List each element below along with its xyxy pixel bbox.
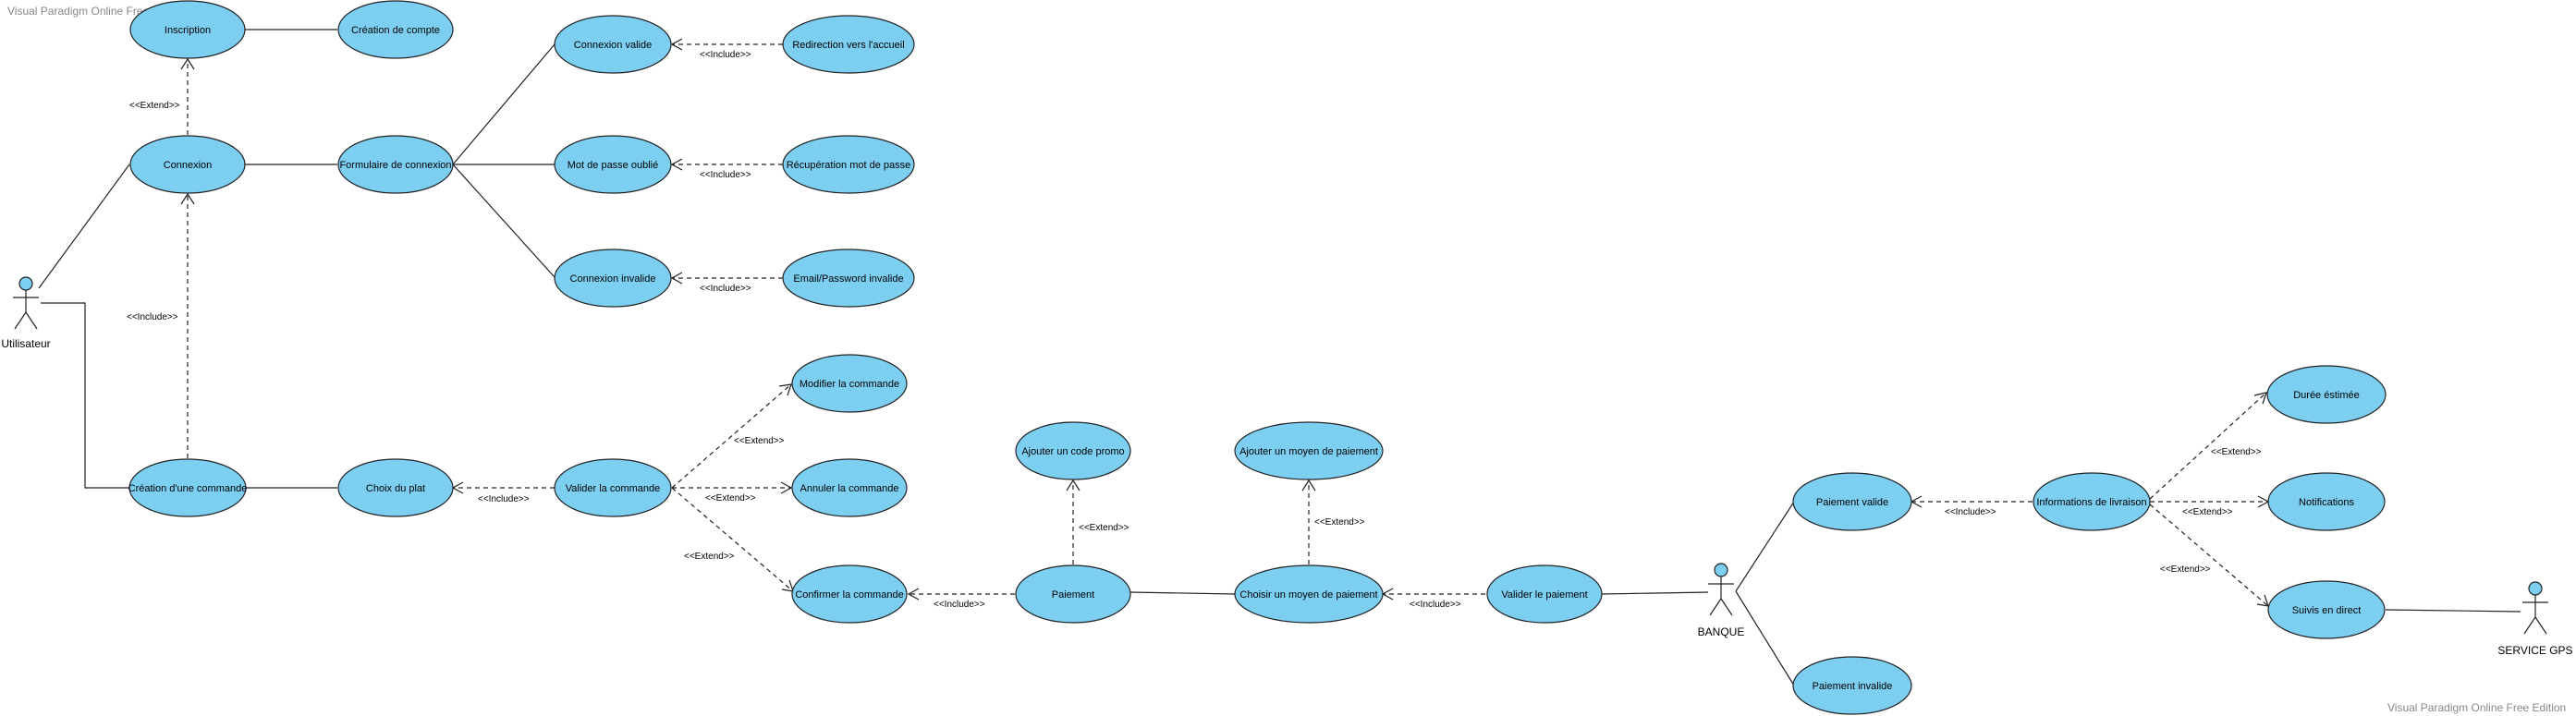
assoc-banque-valide (1735, 501, 1795, 592)
usecase-label: Paiement invalide (1813, 681, 1893, 692)
actor-head-icon (18, 276, 33, 291)
label-include-recuperation: <<Include>> (700, 170, 751, 180)
usecase-connexion-valide[interactable]: Connexion valide (554, 15, 672, 74)
assoc-banque-invalide (1735, 590, 1795, 686)
dep-valider-confirmer (671, 487, 794, 592)
dependencies (180, 38, 2270, 607)
label-include-choisir: <<Include>> (1410, 600, 1461, 610)
label-extend-suivi: <<Extend>> (2160, 564, 2211, 575)
label-include-paiement: <<Include>> (934, 600, 985, 610)
assoc-user-connexion (38, 164, 130, 289)
actor-label: Utilisateur (1, 337, 50, 350)
usecase-label: Récupération mot de passe (787, 160, 911, 171)
usecase-label: Connexion (164, 160, 213, 171)
usecase-email-pwd-invalide[interactable]: Email/Password invalide (782, 249, 915, 308)
usecase-label: Choisir un moyen de paiement (1239, 589, 1377, 601)
actor-head-icon (1714, 563, 1728, 577)
assoc-user-commande (41, 302, 129, 489)
usecase-label: Mot de passe oublié (568, 160, 658, 171)
usecase-redirection-accueil[interactable]: Redirection vers l'accueil (782, 15, 915, 74)
usecase-notifications[interactable]: Notifications (2267, 472, 2386, 531)
usecase-label: Paiement (1052, 589, 1094, 601)
label-extend-confirmer: <<Extend>> (684, 552, 735, 562)
stereotype-labels: <<Extend>> <<Include>> <<Include>> <<Inc… (127, 50, 2262, 610)
usecase-label: Suivis en direct (2292, 605, 2362, 616)
usecase-label: Valider le paiement (1501, 589, 1587, 601)
actor-label: BANQUE (1698, 625, 1745, 638)
usecase-connexion-invalide[interactable]: Connexion invalide (554, 249, 672, 308)
assoc-valider-banque (1601, 591, 1709, 595)
usecase-infos-livraison[interactable]: Informations de livraison (2033, 472, 2151, 531)
dep-livraison-suivi (2149, 504, 2269, 607)
usecase-formulaire-connexion[interactable]: Formulaire de connexion (337, 135, 454, 194)
usecase-choix-plat[interactable]: Choix du plat (337, 458, 454, 517)
label-extend-notifs: <<Extend>> (2182, 507, 2233, 517)
assoc-paiement-choisir (1129, 591, 1236, 595)
usecase-paiement-valide[interactable]: Paiement valide (1792, 472, 1912, 531)
label-include-plat: <<Include>> (478, 494, 530, 504)
label-include-redirection: <<Include>> (700, 50, 751, 60)
usecase-label: Email/Password invalide (793, 273, 903, 285)
usecase-label: Connexion valide (574, 40, 652, 51)
label-extend-modifier: <<Extend>> (734, 436, 785, 446)
usecase-creation-compte[interactable]: Création de compte (337, 0, 454, 59)
dep-valider-modifier (671, 383, 792, 489)
actor-banque[interactable]: BANQUE (1698, 563, 1745, 638)
usecase-label: Notifications (2299, 497, 2354, 508)
assoc-formulaire-invalide (452, 164, 555, 278)
label-extend-inscription: <<Extend>> (129, 101, 180, 111)
label-extend-promo: <<Extend>> (1079, 523, 1129, 533)
usecase-creation-commande[interactable]: Création d'une commande (128, 458, 248, 517)
label-extend-annuler: <<Extend>> (705, 493, 756, 504)
label-extend-duree: <<Extend>> (2211, 447, 2262, 457)
usecase-label: Formulaire de connexion (339, 160, 451, 171)
usecase-suivi-direct[interactable]: Suivis en direct (2267, 580, 2386, 639)
usecase-label: Valider la commande (566, 483, 661, 494)
usecase-label: Connexion invalide (570, 273, 656, 285)
usecase-mdp-oublie[interactable]: Mot de passe oublié (554, 135, 672, 194)
usecase-label: Redirection vers l'accueil (792, 40, 904, 51)
dep-livraison-duree (2149, 392, 2267, 500)
usecase-duree-estimee[interactable]: Durée éstimée (2266, 365, 2387, 424)
usecase-valider-paiement[interactable]: Valider le paiement (1486, 564, 1603, 624)
actor-label: SERVICE GPS (2497, 644, 2572, 657)
label-extend-ajouter: <<Extend>> (1314, 517, 1365, 528)
usecase-label: Inscription (165, 25, 211, 36)
usecase-modifier-commande[interactable]: Modifier la commande (791, 354, 908, 413)
usecase-paiement-invalide[interactable]: Paiement invalide (1792, 656, 1912, 715)
usecase-label: Paiement valide (1816, 497, 1888, 508)
assoc-formulaire-valide (452, 43, 555, 165)
label-include-livraison: <<Include>> (1945, 507, 1996, 517)
actor-head-icon (2528, 581, 2543, 596)
usecases: Inscription Création de compte Connexion… (128, 0, 2387, 715)
usecase-label: Durée éstimée (2293, 390, 2360, 401)
usecase-choisir-moyen-paiement[interactable]: Choisir un moyen de paiement (1234, 564, 1384, 624)
watermark-bottom: Visual Paradigm Online Free Edition (2387, 701, 2566, 714)
usecase-ajouter-moyen-paiement[interactable]: Ajouter un moyen de paiement (1234, 421, 1384, 480)
usecase-label: Ajouter un moyen de paiement (1239, 446, 1378, 457)
usecase-valider-commande[interactable]: Valider la commande (554, 458, 672, 517)
usecase-inscription[interactable]: Inscription (129, 0, 246, 59)
usecase-label: Ajouter un code promo (1021, 446, 1124, 457)
actor-service-gps[interactable]: SERVICE GPS (2497, 581, 2573, 657)
usecase-label: Modifier la commande (800, 379, 899, 390)
usecase-paiement[interactable]: Paiement (1015, 564, 1131, 624)
label-include-connexion: <<Include>> (127, 312, 178, 322)
usecase-label: Confirmer la commande (795, 589, 903, 601)
usecase-label: Création de compte (351, 25, 440, 36)
label-include-email: <<Include>> (700, 284, 751, 294)
usecase-label: Annuler la commande (800, 483, 898, 494)
actor-utilisateur[interactable]: Utilisateur (1, 276, 51, 350)
usecase-code-promo[interactable]: Ajouter un code promo (1015, 421, 1131, 480)
usecase-confirmer-commande[interactable]: Confirmer la commande (791, 564, 908, 624)
usecase-recuperation-mdp[interactable]: Récupération mot de passe (782, 135, 915, 194)
usecase-connexion[interactable]: Connexion (129, 135, 246, 194)
associations (38, 29, 2521, 686)
usecase-label: Création d'une commande (128, 483, 248, 494)
usecase-label: Choix du plat (366, 483, 425, 494)
usecase-annuler-commande[interactable]: Annuler la commande (791, 458, 908, 517)
usecase-label: Informations de livraison (2036, 497, 2146, 508)
assoc-suivi-gps (2385, 609, 2521, 613)
